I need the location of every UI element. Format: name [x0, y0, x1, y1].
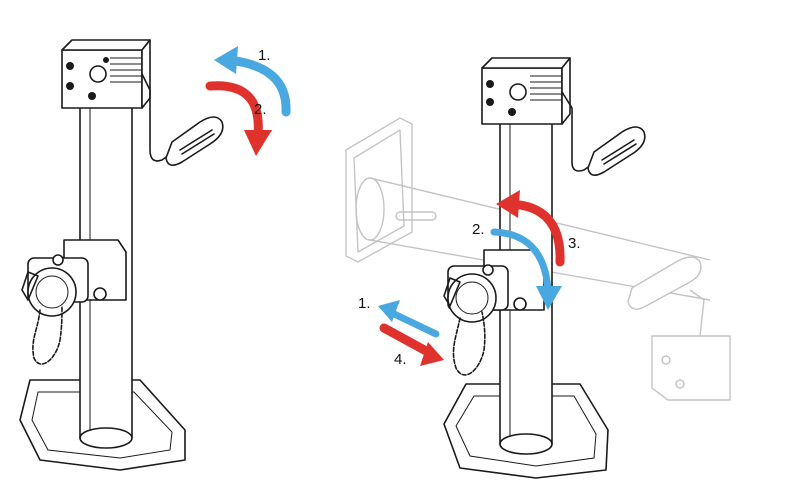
right-step-3-label: 3. [568, 235, 581, 252]
brand-logo-icon [179, 129, 215, 155]
right-jack-ghost-assembly [345, 117, 731, 401]
right-step-2-arrow [490, 228, 562, 310]
right-step-2-label: 2. [472, 221, 485, 238]
right-step-1-arrow [378, 300, 440, 338]
left-step-1-label: 1. [258, 47, 271, 64]
right-step-4-label: 4. [394, 351, 407, 368]
right-step-1-label: 1. [358, 295, 371, 312]
left-jack [19, 39, 224, 471]
left-step-1-arrow [214, 46, 291, 117]
brand-logo-icon [601, 139, 637, 165]
left-step-2-arrow [205, 81, 272, 156]
right-step-3-arrow [496, 190, 565, 267]
right-step-4-arrow [379, 323, 444, 366]
left-step-2-label: 2. [254, 101, 267, 118]
right-jack [443, 57, 646, 479]
